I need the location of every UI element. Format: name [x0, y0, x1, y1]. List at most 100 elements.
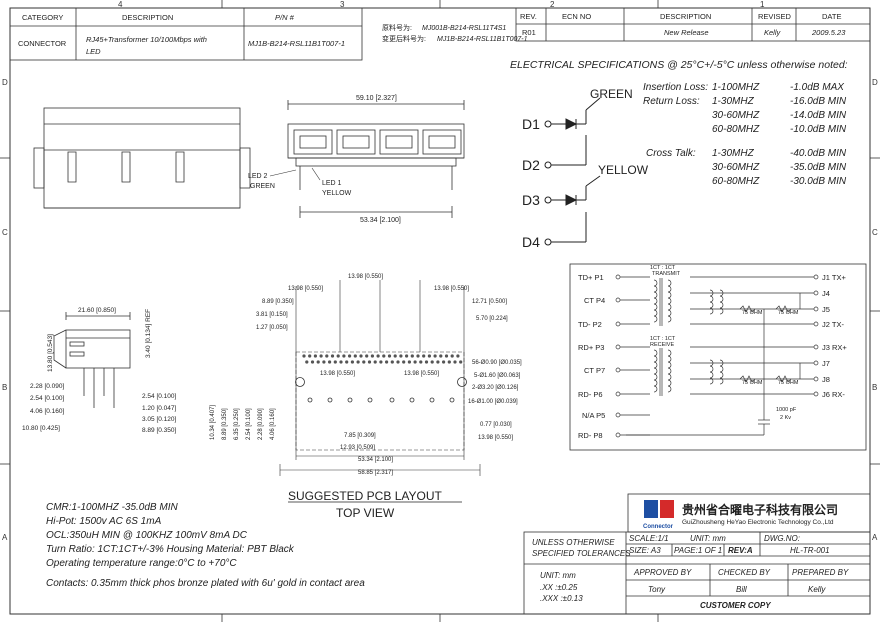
resistor-label: 75 OHM — [742, 310, 763, 316]
pcb-hole — [429, 397, 435, 403]
pcb-dim-left: 10.34 [0.407] — [210, 405, 216, 440]
header-category: CATEGORY — [22, 13, 63, 22]
pcb-hole — [410, 354, 414, 358]
pcb-hole — [422, 354, 426, 358]
pcb-hole — [308, 354, 312, 358]
resistor-label: 75 OHM — [742, 380, 763, 386]
pcb-dim-mid: 13.98 [0.550] — [404, 371, 439, 377]
led2-label: LED 2 — [248, 173, 268, 180]
pcb-hole — [305, 360, 309, 364]
pcb-hole — [453, 360, 457, 364]
pcb-dim-top: 5.70 [0.224] — [476, 316, 508, 322]
pcb-hole — [370, 354, 374, 358]
tb-checked-name: Bill — [736, 585, 747, 594]
header-table — [9, 7, 363, 61]
schem-pin-left: RD- P8 — [578, 431, 603, 440]
schem-pin-right: J7 — [822, 359, 830, 368]
side-dim: 4.06 [0.160] — [30, 408, 65, 415]
rev-cell-date: 2009.5.23 — [811, 28, 846, 37]
pcb-hole — [342, 354, 346, 358]
pcb-hole — [353, 354, 357, 358]
pcb-hole — [430, 360, 434, 364]
pcb-hole — [393, 354, 397, 358]
pcb-hole — [402, 360, 406, 364]
rev-cell-rev: R01 — [522, 28, 536, 37]
cell-category: CONNECTOR — [18, 39, 67, 48]
pcb-hole — [302, 354, 306, 358]
elec-freq: 60-80MHZ — [712, 124, 760, 135]
pcb-hole — [419, 360, 423, 364]
rev-header-revised: REVISED — [758, 12, 792, 21]
pcb-dim-left: 2.28 [0.090] — [258, 408, 264, 440]
schematic-lines — [615, 274, 819, 438]
schematic-box — [569, 263, 867, 451]
tb-rev: REV:A — [728, 546, 753, 555]
mount-hole — [457, 377, 467, 387]
cell-description-2: LED — [86, 47, 101, 56]
schem-pin-right: J8 — [822, 375, 830, 384]
zone-row-label: C — [872, 228, 878, 237]
elec-value: -16.0dB MIN — [790, 96, 847, 107]
pcb-hole — [450, 354, 454, 358]
tb-checked: CHECKED BY — [718, 568, 771, 577]
pcb-hole — [433, 354, 437, 358]
pcb-hole — [307, 397, 313, 403]
schem-pin-right: J6 RX- — [822, 390, 845, 399]
pcb-hole — [348, 354, 352, 358]
pcb-dim-left: 2.54 [0.100] — [246, 408, 252, 440]
elec-freq: 30-60MHZ — [712, 162, 760, 173]
side-dim: 13.80 [0.543] — [47, 334, 54, 372]
pcb-hole — [459, 360, 463, 364]
part-original-label: 原料号为: — [382, 23, 412, 32]
schem-pin-left: N/A P5 — [582, 411, 605, 420]
note-line: Turn Ratio: 1CT:1CT+/-3% Housing Materia… — [46, 544, 295, 555]
side-dim: 10.80 [0.425] — [22, 425, 60, 432]
connector-front-view — [287, 100, 465, 218]
pcb-hole — [333, 360, 337, 364]
pcb-hole — [347, 397, 353, 403]
header-pn: P/N # — [275, 13, 295, 22]
elec-freq: 1-100MHZ — [712, 82, 760, 93]
tb-size: SIZE: A3 — [629, 546, 661, 555]
zone-row-label: D — [2, 78, 8, 87]
pcb-hole — [336, 354, 340, 358]
pcb-hole — [382, 354, 386, 358]
rev-header-rev: REV. — [520, 12, 537, 21]
header-description: DESCRIPTION — [122, 13, 173, 22]
tol-unless: UNLESS OTHERWISE — [532, 538, 615, 547]
zone-col-label: 2 — [550, 0, 555, 9]
pcb-hole — [316, 360, 320, 364]
zone-row-label: A — [872, 533, 878, 542]
tb-page: PAGE:1 OF 1 — [674, 546, 722, 555]
schem-pin-left: RD- P6 — [578, 390, 603, 399]
pcb-hole — [350, 360, 354, 364]
pcb-dim-right: 0.77 [0.030] — [480, 422, 512, 428]
tb-approved-name: Tony — [648, 585, 666, 594]
pcb-dim-top: 8.89 [0.350] — [262, 299, 294, 305]
part-changed-value: MJ1B-B214-RSL11B1T007-1 — [437, 36, 528, 43]
elec-value: -1.0dB MAX — [790, 82, 844, 93]
part-original-value: MJ001B-B214-RSL11T4S1 — [422, 25, 506, 32]
elec-value: -14.0dB MIN — [790, 110, 847, 121]
pcb-dim-bottom: 58.85 [2.317] — [358, 470, 393, 476]
pcb-hole — [385, 360, 389, 364]
tb-approved: APPROVED BY — [633, 568, 692, 577]
company-name-cn: 贵州省合曜电子科技有限公司 — [682, 502, 838, 517]
schem-pin-left: RD+ P3 — [578, 343, 604, 352]
pcb-hole — [389, 397, 395, 403]
pcb-hole — [439, 354, 443, 358]
pcb-hole — [405, 354, 409, 358]
led1-color: YELLOW — [322, 190, 352, 197]
led-pin-d2: D2 — [522, 157, 540, 173]
side-dim: 2.28 [0.090] — [30, 383, 65, 390]
pcb-hole — [447, 360, 451, 364]
side-dim: 3.40 [0.134] REF — [145, 309, 152, 358]
dim-front-inner: 53.34 [2.100] — [360, 217, 401, 224]
led-pin-d3: D3 — [522, 192, 540, 208]
resistor-label: 75 OHM — [778, 310, 799, 316]
pcb-hole — [396, 360, 400, 364]
side-dim: 2.54 [0.100] — [142, 393, 177, 400]
zone-col-label: 4 — [118, 0, 123, 9]
connector-side-view — [53, 312, 131, 408]
note-line: OCL:350uH MIN @ 100KHZ 100mV 8mA DC — [46, 530, 248, 541]
